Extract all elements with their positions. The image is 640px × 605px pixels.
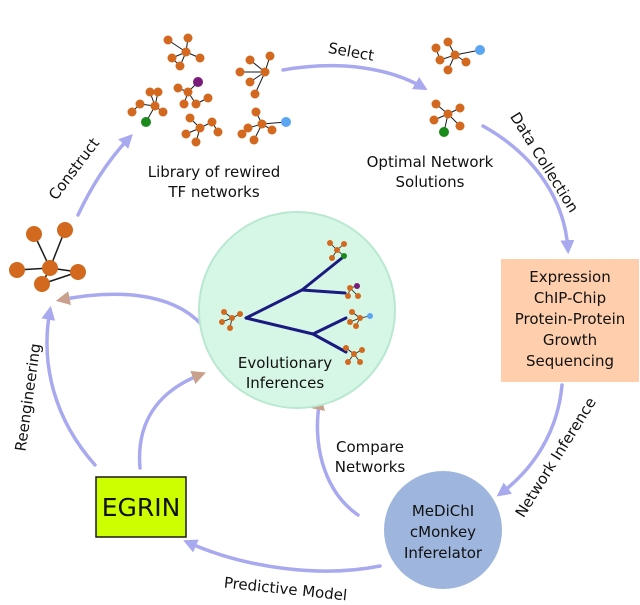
- select-arrow: [281, 63, 428, 91]
- network-icon: [235, 51, 275, 99]
- egrin-box: EGRIN: [95, 476, 187, 538]
- data-type-item: ChIP-Chip: [534, 289, 606, 307]
- evolutionary-label-line-2: Inferences: [246, 374, 324, 392]
- network-icon: [181, 113, 223, 147]
- inference-methods-circle: MeDiChI cMonkey Inferelator: [384, 471, 502, 589]
- data-type-item: Protein-Protein: [515, 310, 626, 328]
- network-icon: [347, 309, 373, 329]
- optimal-label-line-1: Optimal Network: [367, 153, 494, 171]
- phylogenetic-tree: [244, 256, 348, 354]
- network-icon: [345, 283, 361, 299]
- optimal-networks: [429, 37, 485, 137]
- network-icon: [237, 107, 291, 145]
- network-icon: [163, 33, 205, 71]
- constructed-network: [9, 222, 86, 292]
- method-item: MeDiChI: [412, 502, 474, 520]
- method-item: cMonkey: [410, 523, 476, 541]
- network-icon: [127, 87, 168, 127]
- egrin-label: EGRIN: [102, 493, 181, 522]
- predictive-model-arrow: [183, 539, 382, 573]
- network-icon: [173, 77, 213, 109]
- network-icon: [343, 345, 365, 365]
- network-icon: [429, 99, 465, 137]
- construct-arrow: [76, 133, 133, 217]
- network-icon: [219, 309, 243, 331]
- library-networks: [127, 33, 291, 147]
- compare-label-line-2: Networks: [335, 458, 406, 476]
- optimal-label-line-2: Solutions: [396, 173, 465, 191]
- predictive-model-label: Predictive Model: [223, 574, 348, 605]
- library-label-line-2: TF networks: [167, 183, 259, 201]
- network-inference-arrow: [496, 383, 564, 497]
- cycle-arrows: [41, 63, 575, 573]
- egrin-to-evolution-arrow: [137, 370, 206, 470]
- compare-networks-arrow: [311, 395, 360, 517]
- data-type-item: Growth: [543, 331, 597, 349]
- reengineering-label: Reengineering: [12, 342, 45, 452]
- construct-label: Construct: [45, 134, 103, 203]
- evolution-circle: [198, 211, 396, 409]
- method-item: Inferelator: [404, 544, 483, 562]
- evolution-to-construct-arrow: [55, 291, 204, 327]
- compare-label-line-1: Compare: [336, 438, 404, 456]
- evolutionary-inference-panel: Evolutionary Inferences: [198, 211, 396, 409]
- reengineering-arrow: [41, 305, 97, 467]
- library-label-line-1: Library of rewired: [148, 163, 281, 181]
- network-icon: [431, 37, 485, 75]
- network-icon: [327, 240, 347, 261]
- data-collection-arrow: [481, 124, 575, 255]
- data-type-item: Sequencing: [526, 352, 614, 370]
- evolutionary-label-line-1: Evolutionary: [238, 354, 332, 372]
- data-types-box: Expression ChIP-Chip Protein-Protein Gro…: [501, 259, 639, 382]
- select-label: Select: [327, 39, 376, 65]
- data-type-item: Expression: [529, 268, 610, 286]
- data-collection-label: Data Collection: [506, 109, 582, 216]
